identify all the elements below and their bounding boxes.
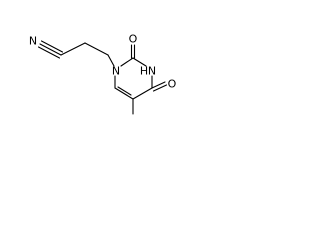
atom-labels: N N H N O O — [29, 33, 177, 91]
chemical-structure: N N H N O O — [29, 33, 177, 115]
ring-bond-n1-c2 — [120, 57, 134, 67]
atom-label-carbonyl-o4: O — [168, 78, 177, 91]
chain-bond-2 — [84, 42, 109, 56]
carbonyl-bond-c4-a — [151, 81, 166, 89]
chain-bond-1 — [60, 42, 86, 56]
atom-label-ring-n3: N — [148, 65, 156, 78]
nitrile-triple-bond-a — [39, 43, 62, 56]
nitrile-triple-bond-c — [37, 46, 61, 59]
atom-label-ring-n3-h: H — [140, 65, 148, 78]
ring-bond-c4-c5 — [132, 87, 153, 100]
bonds — [37, 40, 168, 115]
atom-label-ring-n1: N — [112, 65, 120, 78]
nitrile-triple-bond-b — [40, 40, 64, 53]
chain-bond-3 — [107, 54, 115, 67]
ring-bond-c5-c6-inner — [117, 86, 132, 96]
ring-bond-c2-n3 — [132, 57, 147, 67]
carbonyl-bond-c4-b — [152, 84, 168, 92]
atom-label-carbonyl-o2: O — [129, 33, 138, 46]
ring-bond-c5-c6 — [114, 87, 134, 100]
atom-label-nitrile-n: N — [29, 35, 37, 48]
